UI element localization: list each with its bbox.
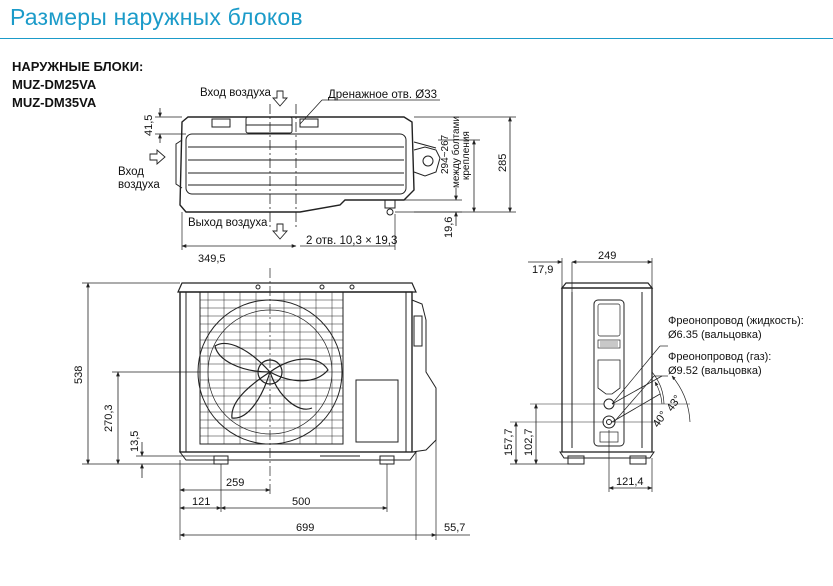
- top-view-labels: Вход воздуха Дренажное отв. Ø33 Вход воз…: [118, 87, 509, 265]
- model-1-label: MUZ-DM25VA: [12, 77, 97, 92]
- model-2-label: MUZ-DM35VA: [12, 95, 97, 110]
- dim-121: 121: [192, 496, 210, 508]
- front-view: [82, 268, 470, 540]
- name-plate: [355, 379, 399, 443]
- dim-13-5: 13,5: [129, 431, 141, 452]
- air-in-side-label-1: Вход: [118, 166, 144, 178]
- air-in-side-arrow: [149, 149, 166, 165]
- air-in-top-arrow: [272, 90, 288, 107]
- dim-285: 285: [497, 154, 509, 172]
- air-out-arrow: [272, 223, 288, 240]
- dim-19-6: 19,6: [443, 217, 455, 238]
- mount-range-label: 294~267: [440, 134, 451, 174]
- front-view-base: [179, 451, 417, 461]
- top-view-body: [179, 116, 415, 213]
- dim-102-7: 102,7: [523, 428, 535, 456]
- dim-17-9: 17,9: [532, 264, 553, 276]
- title-underline: [0, 38, 833, 39]
- pipe-liquid-label-2: Ø6.35 (вальцовка): [668, 329, 762, 341]
- top-view-valves: [413, 146, 441, 177]
- drain-label: Дренажное отв. Ø33: [328, 89, 437, 101]
- top-view: [149, 90, 516, 250]
- dim-249: 249: [598, 250, 616, 262]
- side-view-top-cap: [560, 282, 654, 289]
- side-view-labels: 17,9 249 Фреонопровод (жидкость): Ø6.35 …: [503, 250, 804, 488]
- air-out-label: Выход воздуха: [188, 217, 268, 229]
- fan-grille: [199, 291, 344, 445]
- dim-270-3: 270,3: [103, 404, 115, 432]
- models-block: НАРУЖНЫЕ БЛОКИ: MUZ-DM25VA MUZ-DM35VA: [12, 58, 143, 112]
- pipe-gas-label-1: Фреонопровод (газ):: [668, 351, 771, 363]
- dim-699: 699: [296, 522, 314, 534]
- pipe-gas-label-2: Ø9.52 (вальцовка): [668, 365, 762, 377]
- dim-538: 538: [73, 366, 85, 384]
- angle-40-label: 40°: [651, 409, 670, 430]
- air-in-top-label: Вход воздуха: [200, 87, 272, 99]
- dim-500: 500: [292, 496, 310, 508]
- angle-43-label: 43°: [665, 393, 684, 414]
- mount-label-1: между болтами: [450, 116, 462, 188]
- dim-121-4: 121,4: [616, 476, 644, 488]
- holes-label: 2 отв. 10,3 × 19,3: [306, 235, 397, 247]
- dim-259: 259: [226, 477, 244, 489]
- dim-55-7: 55,7: [444, 522, 465, 534]
- fan-blades: [214, 342, 329, 419]
- models-heading: НАРУЖНЫЕ БЛОКИ:: [12, 59, 144, 74]
- dim-349-5: 349,5: [198, 253, 226, 265]
- side-view: [510, 258, 691, 492]
- dim-41-5: 41,5: [143, 115, 155, 136]
- front-view-top-cap: [177, 282, 417, 293]
- dim-157-7: 157,7: [503, 428, 515, 456]
- pipe-liquid-label-1: Фреонопровод (жидкость):: [668, 315, 804, 327]
- mount-label-2: крепления: [461, 131, 472, 180]
- front-view-labels: 538 270,3 13,5 259 121 500 699 55,7: [73, 366, 465, 534]
- page-title: Размеры наружных блоков: [10, 4, 303, 30]
- air-in-side-label-2: воздуха: [118, 179, 160, 191]
- valve-cover: [411, 299, 437, 453]
